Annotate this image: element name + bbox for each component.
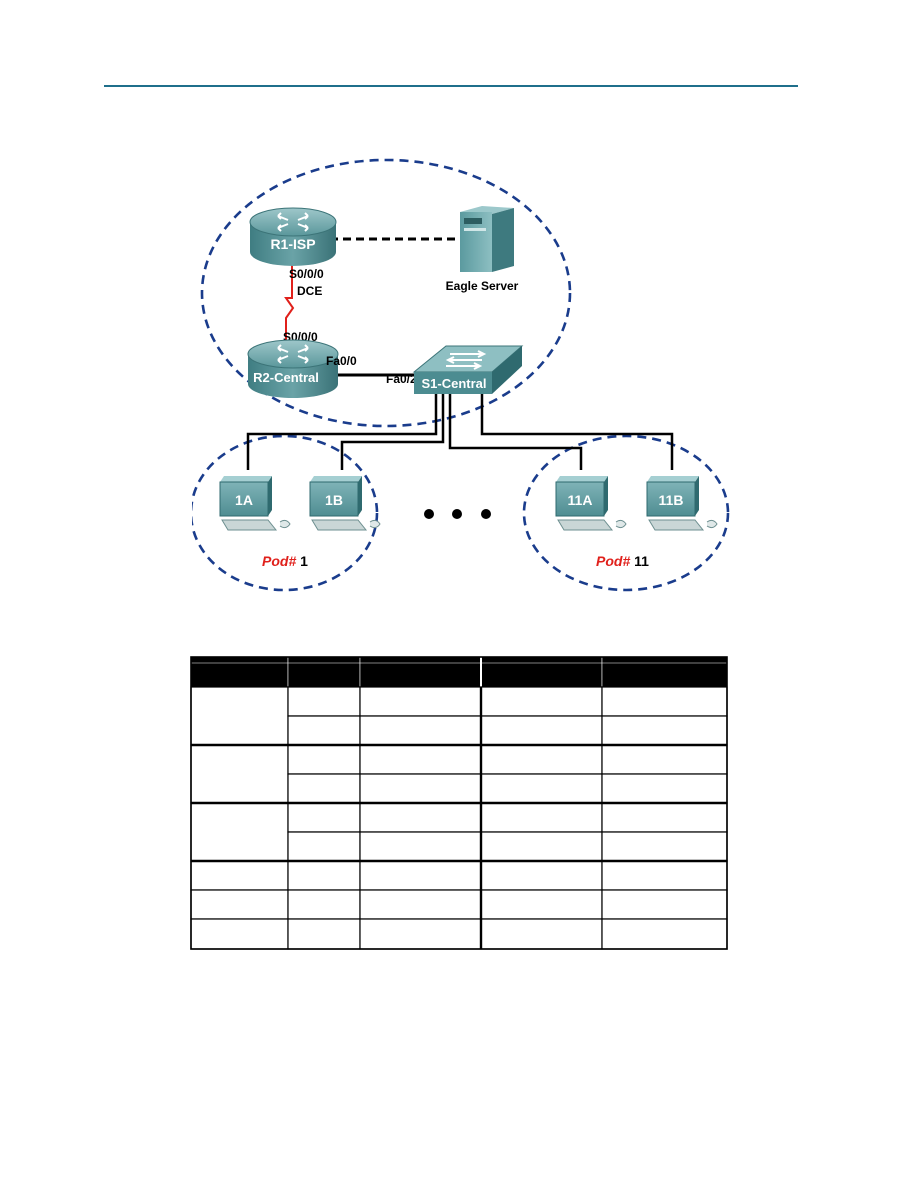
table-row: [287, 773, 728, 804]
pc-11a: 11A: [555, 476, 627, 531]
pc-1a: 1A: [219, 476, 291, 531]
table-row: [287, 802, 728, 833]
table-cell-device-group-2: [190, 744, 289, 804]
router-r2-central: R2-Central: [247, 339, 339, 398]
server-label: Eagle Server: [446, 279, 519, 293]
pc-icon: [555, 476, 627, 531]
router-r1-isp: R1-ISP: [249, 207, 337, 266]
switch-s1-central: S1-Central: [412, 345, 524, 394]
r1-serial-interface-label: S0/0/0: [289, 267, 324, 281]
pod-1-word: Pod#: [262, 553, 296, 569]
pc-11a-label: 11A: [568, 492, 593, 508]
serial-link-r1-r2: [284, 255, 295, 342]
table-cell-device-group-1: [190, 686, 289, 746]
table-row: [287, 918, 728, 950]
pc-11b-label: 11B: [659, 492, 684, 508]
router-icon: [247, 339, 339, 398]
pc-1b-label: 1B: [325, 492, 343, 508]
table-cell-device-row-9: [190, 918, 289, 950]
pc-icon: [219, 476, 291, 531]
table-row: [287, 860, 728, 891]
table-row: [287, 686, 728, 717]
table-group-separators: [191, 687, 727, 949]
pod-1-boundary: [192, 434, 379, 592]
router-r1-label: R1-ISP: [270, 236, 315, 252]
table-row: [287, 831, 728, 862]
addressing-table: [190, 656, 728, 950]
table-row: [287, 715, 728, 746]
pc-1a-label: 1A: [235, 492, 253, 508]
pod-1-number: 1: [300, 553, 308, 569]
table-row: [287, 744, 728, 775]
pc-1b: 1B: [309, 476, 381, 531]
table-body: [190, 656, 728, 950]
table-header: [190, 656, 728, 688]
pod-11-boundary: [522, 434, 730, 592]
pc-11b: 11B: [646, 476, 718, 531]
switch-icon: [412, 345, 524, 394]
table-row: [287, 889, 728, 920]
table-cell-device-row-8: [190, 889, 289, 920]
pc-icon: [646, 476, 718, 531]
core-network-boundary: [200, 158, 572, 428]
pod-11-word: Pod#: [596, 553, 630, 569]
switch-label: S1-Central: [421, 376, 486, 391]
table-cell-device-row-7: [190, 860, 289, 891]
switch-to-host-links: [246, 393, 674, 470]
pod-11-number: 11: [634, 553, 649, 569]
pod-11-label: Pod# 11: [596, 553, 649, 569]
network-topology-diagram: R1-ISP Eagle Server S0/0/0 DCE S0/0/0 R2…: [192, 158, 730, 592]
header-rule: [104, 85, 798, 87]
table-cell-device-group-3: [190, 802, 289, 862]
server-icon: [460, 206, 514, 272]
r2-fa-interface-label: Fa0/0: [326, 354, 357, 368]
ellipsis-dots: [424, 509, 491, 519]
r1-dce-label: DCE: [297, 284, 322, 298]
router-icon: [249, 207, 337, 266]
router-r2-label: R2-Central: [253, 370, 319, 385]
pc-icon: [309, 476, 381, 531]
pod-1-label: Pod# 1: [262, 553, 308, 569]
eagle-server: Eagle Server: [446, 206, 519, 293]
